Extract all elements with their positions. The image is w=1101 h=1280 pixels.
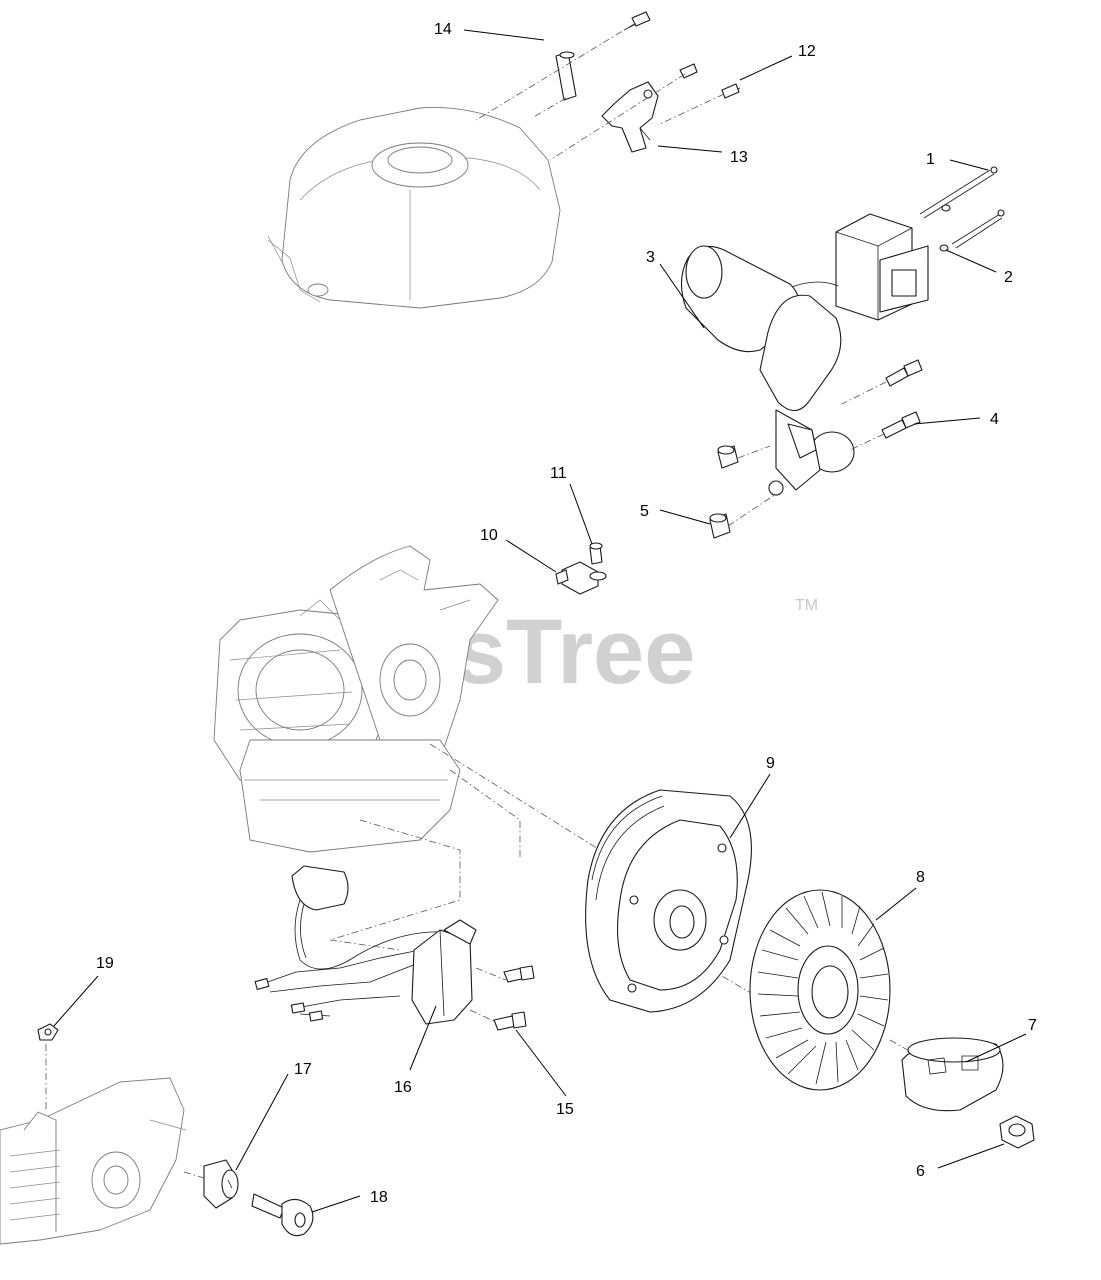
coil-bolt-upper xyxy=(503,965,535,983)
callout-4: 4 xyxy=(990,411,999,428)
callout-18: 18 xyxy=(370,1189,388,1206)
key xyxy=(251,1193,314,1237)
callout-10: 10 xyxy=(480,527,498,544)
starter-bolt-upper xyxy=(885,359,923,387)
callout-19: 19 xyxy=(96,955,114,972)
screw-1 xyxy=(919,166,998,219)
callout-7: 7 xyxy=(1028,1017,1037,1034)
callout-2: 2 xyxy=(1004,269,1013,286)
callout-17: 17 xyxy=(294,1061,312,1078)
tank-strap xyxy=(555,51,577,101)
callout-3: 3 xyxy=(646,249,655,266)
spacer-upper xyxy=(717,445,739,469)
control-box xyxy=(835,213,929,321)
callout-13: 13 xyxy=(730,149,748,166)
bolt-top xyxy=(623,11,651,31)
callout-8: 8 xyxy=(916,869,925,886)
callout-16: 16 xyxy=(394,1079,412,1096)
bolt-12 xyxy=(679,63,741,99)
callout-15: 15 xyxy=(556,1101,574,1118)
starter-motor xyxy=(680,245,855,496)
callout-6: 6 xyxy=(916,1163,925,1180)
starter-cup xyxy=(901,1037,1004,1112)
spacer-5 xyxy=(709,513,731,539)
flywheel xyxy=(585,789,752,1013)
engine-block xyxy=(213,545,499,853)
callout-14: 14 xyxy=(434,21,452,38)
leaders xyxy=(53,29,1027,1213)
tank-bracket xyxy=(601,81,659,153)
clip-19 xyxy=(37,1023,59,1041)
callout-12: 12 xyxy=(798,43,816,60)
callout-11: 11 xyxy=(550,465,567,482)
key-switch xyxy=(203,1159,239,1209)
cooling-fan xyxy=(749,889,891,1091)
screw-11 xyxy=(589,542,603,565)
callout-9: 9 xyxy=(766,755,775,772)
blower-shroud xyxy=(0,1077,187,1245)
coil-bolt-15 xyxy=(493,1011,527,1031)
watermark-trademark: TM xyxy=(795,597,818,614)
callout-1: 1 xyxy=(926,151,935,168)
flywheel-nut xyxy=(999,1115,1035,1149)
callout-5: 5 xyxy=(640,503,649,520)
starter-bolt-4 xyxy=(881,411,921,439)
callouts: 1 2 3 4 5 6 7 8 9 10 11 12 13 14 15 16 1… xyxy=(96,21,1037,1206)
switch-10 xyxy=(555,561,607,595)
ignition-coil xyxy=(254,865,477,1025)
fuel-tank xyxy=(267,107,561,309)
screw-2 xyxy=(939,209,1005,252)
